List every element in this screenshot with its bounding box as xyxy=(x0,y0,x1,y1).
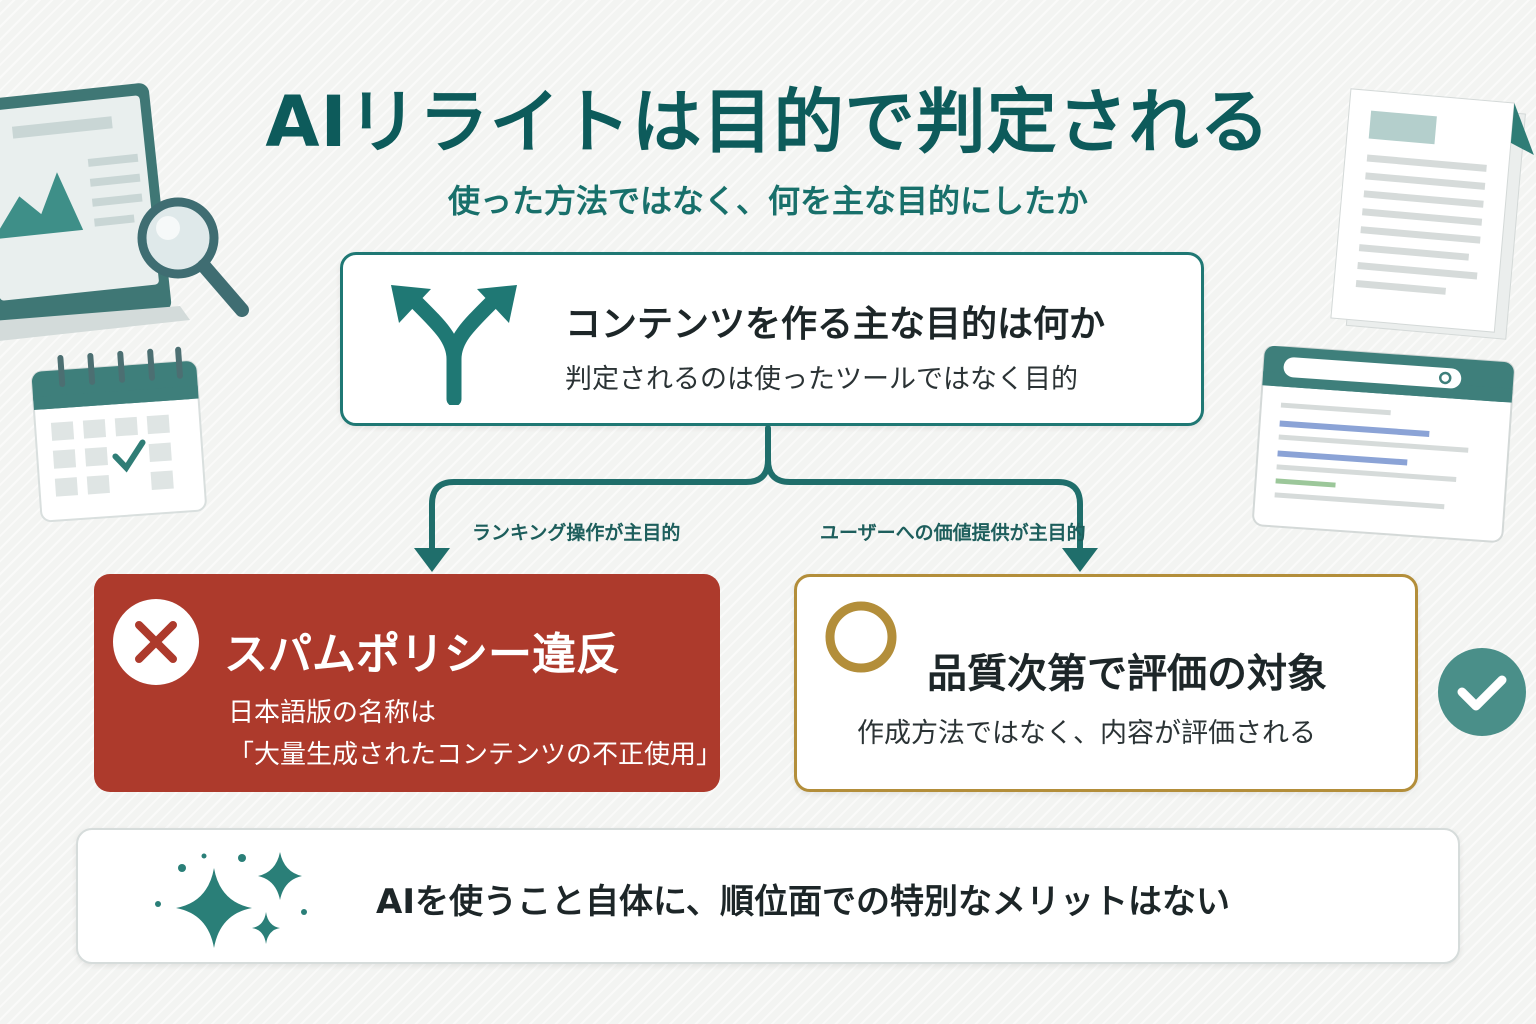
spam-heading: スパムポリシー違反 xyxy=(224,629,620,680)
left-branch-label: ランキング操作が主目的 xyxy=(472,522,681,544)
fork-arrow-icon xyxy=(391,285,517,405)
page-subtitle: 使った方法ではなく、何を主な目的にしたか xyxy=(447,182,1088,220)
document-stack-icon xyxy=(1330,88,1534,340)
quality-heading: 品質次第で評価の対象 xyxy=(927,651,1327,697)
sparkle-icon xyxy=(155,852,307,948)
browser-search-icon xyxy=(1252,346,1515,543)
calendar-icon xyxy=(30,346,207,523)
circle-mark-icon xyxy=(825,601,897,673)
right-branch-label: ユーザーへの価値提供が主目的 xyxy=(820,522,1086,544)
spam-line-1: 日本語版の名称は xyxy=(228,698,437,728)
cross-circle-icon xyxy=(113,599,199,685)
check-circle-icon xyxy=(1438,648,1526,736)
spam-policy-card: スパムポリシー違反 日本語版の名称は 「大量生成されたコンテンツの不正使用」 xyxy=(94,574,722,792)
conclusion-text: AIを使うこと自体に、順位面での特別なメリットはない xyxy=(376,882,1230,922)
conclusion-card: AIを使うこと自体に、順位面での特別なメリットはない xyxy=(76,828,1460,964)
question-card: コンテンツを作る主な目的は何か 判定されるのは使ったツールではなく目的 xyxy=(340,252,1204,426)
spam-line-2: 「大量生成されたコンテンツの不正使用」 xyxy=(228,740,723,770)
quality-subheading: 作成方法ではなく、内容が評価される xyxy=(857,718,1316,749)
question-subheading: 判定されるのは使ったツールではなく目的 xyxy=(565,364,1078,395)
spam-description: 日本語版の名称は 「大量生成されたコンテンツの不正使用」 xyxy=(228,692,722,776)
quality-card: 品質次第で評価の対象 作成方法ではなく、内容が評価される xyxy=(794,574,1418,792)
page-title: AIリライトは目的で判定される xyxy=(265,81,1271,163)
laptop-chart-icon xyxy=(0,83,249,341)
question-heading: コンテンツを作る主な目的は何か xyxy=(565,304,1106,345)
